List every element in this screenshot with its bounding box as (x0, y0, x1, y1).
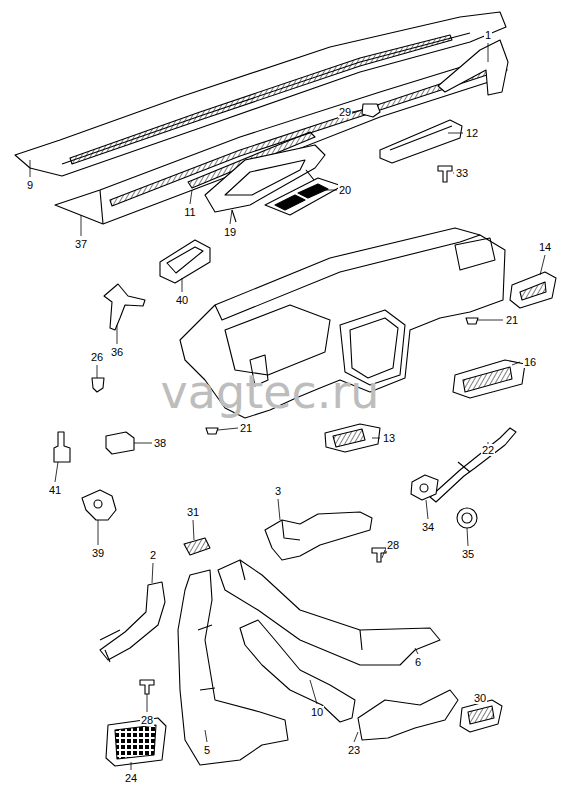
callout-number: 29 (338, 106, 352, 118)
callout-number: 21 (505, 314, 519, 326)
callout-number: 26 (90, 351, 104, 363)
callout-number: 40 (175, 294, 189, 306)
callout-number: 37 (74, 238, 88, 250)
callout-number: 6 (414, 656, 422, 668)
callout-number: 41 (48, 484, 62, 496)
callout-number: 23 (347, 744, 361, 756)
callout-number: 34 (421, 521, 435, 533)
callout-number: 22 (481, 444, 495, 456)
callout-number: 28 (140, 714, 154, 726)
callout-number: 36 (110, 346, 124, 358)
callout-number: 14 (538, 241, 552, 253)
callout-number: 24 (124, 772, 138, 784)
callout-number: 28 (386, 539, 400, 551)
watermark: vagtec.ru (161, 367, 380, 417)
callout-number: 33 (455, 167, 469, 179)
callout-number: 31 (186, 506, 200, 518)
callout-number: 35 (461, 548, 475, 560)
callout-number: 16 (523, 356, 537, 368)
callout-number: 11 (183, 206, 196, 218)
callout-number: 30 (473, 692, 487, 704)
callout-number: 10 (310, 706, 324, 718)
callout-number: 13 (382, 432, 396, 444)
callout-number: 39 (91, 547, 105, 559)
callout-number: 19 (223, 226, 237, 238)
callout-number: 20 (338, 184, 352, 196)
callout-number: 1 (484, 29, 492, 41)
callout-number: 9 (26, 179, 34, 191)
callout-number: 21 (239, 422, 253, 434)
callout-number: 5 (203, 744, 211, 756)
callout-number: 3 (274, 485, 282, 497)
callout-number: 12 (465, 127, 479, 139)
callout-number: 38 (153, 437, 167, 449)
callout-number: 2 (149, 549, 157, 561)
